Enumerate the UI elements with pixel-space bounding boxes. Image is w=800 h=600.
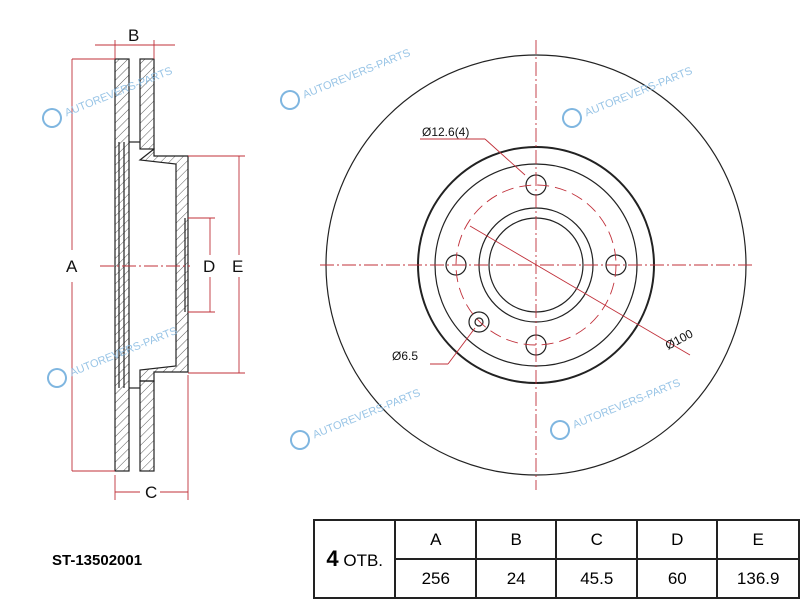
dimension-label-d: D <box>203 257 215 276</box>
small-hole-label: Ø6.5 <box>392 349 418 363</box>
header-b: B <box>475 519 558 560</box>
watermark-text: AUTOREVERS-PARTS <box>301 47 412 101</box>
holes-count-cell: 4 ОТВ. <box>312 519 397 599</box>
holes-count: 4 <box>326 546 339 571</box>
watermark-logo: AUTOREVERS-PARTS <box>42 65 174 128</box>
holes-label: ОТВ. <box>343 551 384 570</box>
bolt-hole-label: Ø12.6(4) <box>422 125 469 139</box>
watermark-logo: AUTOREVERS-PARTS <box>290 387 422 450</box>
watermark-text: AUTOREVERS-PARTS <box>311 387 422 441</box>
table-header-row: 4 ОТВ. A B C D E <box>312 519 800 599</box>
value-b: 24 <box>475 558 558 599</box>
side-view <box>114 58 189 472</box>
locating-hole <box>474 317 484 327</box>
locating-hole-boss <box>468 311 490 333</box>
dimension-label-c: C <box>145 483 157 502</box>
dimension-label-e: E <box>232 257 243 276</box>
dimension-label-a: A <box>66 257 78 276</box>
inner-friction-plate-top <box>139 58 155 150</box>
inner-friction-plate-bottom <box>139 380 155 472</box>
dimension-label-b: B <box>128 26 139 45</box>
front-dimensions <box>320 40 752 490</box>
table-values-row: 256 24 45.5 60 136.9 <box>314 558 800 599</box>
watermark-logo: AUTOREVERS-PARTS <box>280 47 412 110</box>
value-d: 60 <box>636 558 719 599</box>
watermark-text: AUTOREVERS-PARTS <box>571 377 682 431</box>
header-c: C <box>555 519 639 560</box>
header-e: E <box>716 519 800 560</box>
dimensions-table: 4 ОТВ. A B C D E 256 24 45.5 60 136.9 <box>312 519 800 599</box>
header-a: A <box>394 519 478 560</box>
header-d: D <box>636 519 719 560</box>
value-c: 45.5 <box>555 558 639 599</box>
part-number: ST-13502001 <box>52 552 143 569</box>
watermark-logo: AUTOREVERS-PARTS <box>550 377 682 440</box>
hub-section <box>138 147 189 382</box>
watermark-logo: AUTOREVERS-PARTS <box>562 65 694 128</box>
value-a: 256 <box>394 558 478 599</box>
outer-friction-plate <box>114 58 130 472</box>
watermark-text: AUTOREVERS-PARTS <box>583 65 694 119</box>
value-e: 136.9 <box>716 558 800 599</box>
watermark-logo: AUTOREVERS-PARTS <box>47 325 179 388</box>
side-dimensions <box>71 40 245 500</box>
